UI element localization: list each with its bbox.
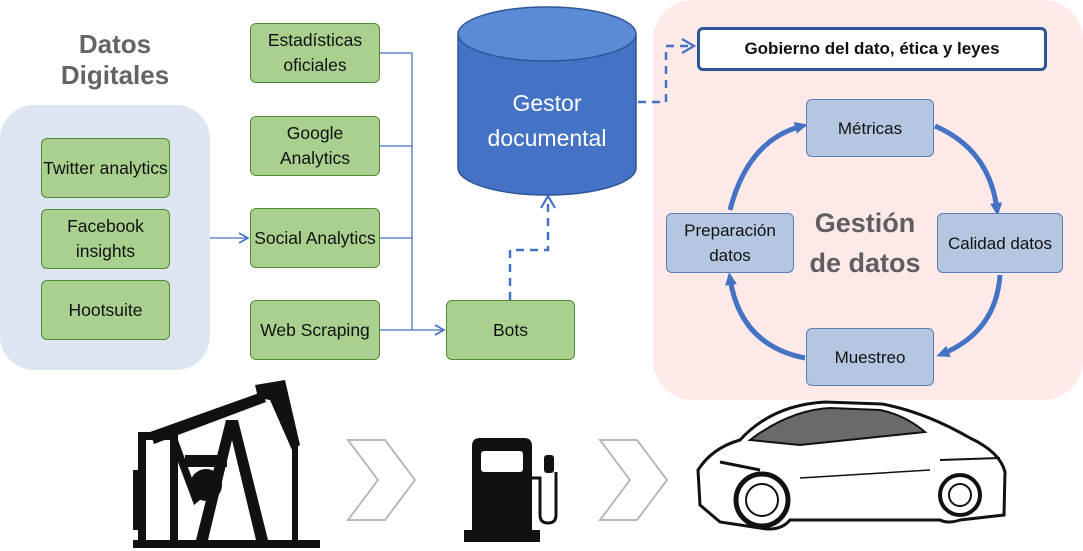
sports-car-icon [696,400,1007,531]
chevron-right-icon-2 [598,439,669,521]
data-cycle-arrows [725,121,1003,361]
digital-data-title: Datos Digitales [60,29,170,90]
repository-to-governance-arrow [638,38,697,104]
chevron-right-icon [346,439,417,521]
web-scraping-box: Web Scraping [250,300,380,360]
bots-box: Bots [446,300,575,360]
hootsuite-box: Hootsuite [41,280,170,340]
sources-to-bots-connector [380,52,446,336]
data-quality-step: Calidad datos [937,213,1063,273]
facebook-insights-box: Facebook insights [41,209,170,269]
social-analytics-box: Social Analytics [250,208,380,268]
official-statistics-box: Estadísticas oficiales [250,23,380,83]
metrics-step: Métricas [806,99,934,157]
fuel-pump-icon [464,438,558,542]
repository-cylinder [457,6,637,196]
google-analytics-box: Google Analytics [250,116,380,176]
governance-box: Gobierno del dato, ética y leyes [697,27,1047,71]
data-preparation-step: Preparación datos [666,213,794,273]
data-management-title: Gestión de datos [809,208,921,278]
oil-pumpjack-icon [133,380,320,548]
repository-label: Gestor documental [487,90,607,151]
twitter-analytics-box: Twitter analytics [41,138,170,198]
sampling-step: Muestreo [806,328,934,386]
bots-to-repository-arrow [508,193,556,300]
